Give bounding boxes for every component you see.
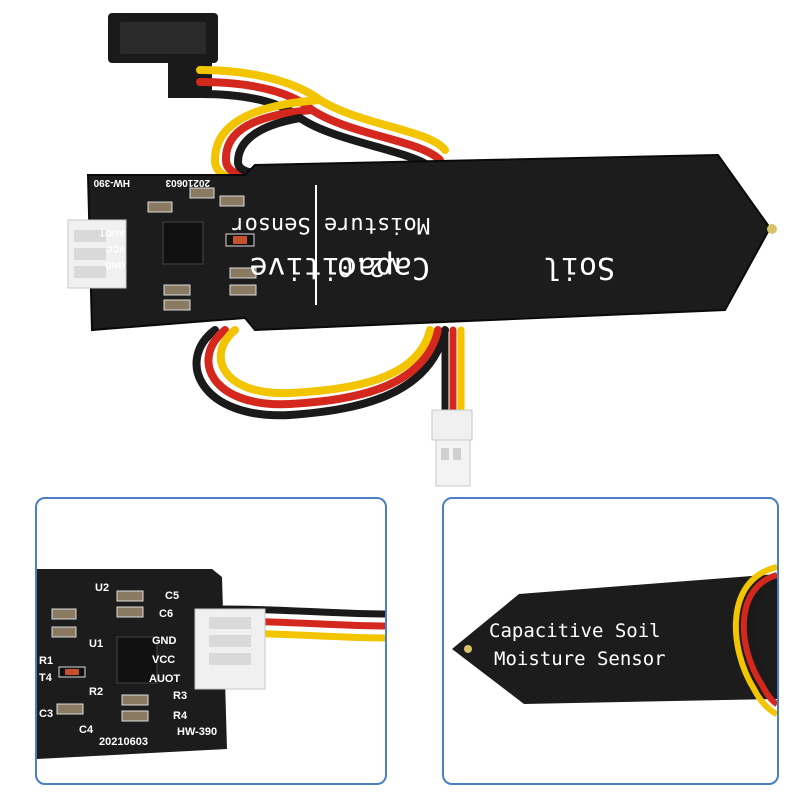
label-c3: C3 xyxy=(39,708,53,720)
pin-gnd-closeup: GND xyxy=(152,635,177,647)
closeup-title-line1: Capacitive Soil xyxy=(489,620,661,642)
label-r2: R2 xyxy=(89,686,103,698)
label-r3: R3 xyxy=(173,690,187,702)
pin-label-auot: AUOT xyxy=(99,228,125,238)
board-title-line2: Soil xyxy=(543,250,615,285)
inset-right-closeup: Capacitive Soil Moisture Sensor xyxy=(442,497,779,785)
pin-vcc-closeup: VCC xyxy=(152,654,175,666)
inset-left-closeup: U2 C5 C6 U1 R1 T4 R2 R3 R4 C3 C4 GND VCC… xyxy=(35,497,387,785)
dupont-connector xyxy=(108,13,218,98)
pin-label-vcc: VCC xyxy=(105,244,125,254)
sensor-board: Capacitive Soil Moisture Sensor v2.0 202… xyxy=(67,153,777,332)
date-code-closeup: 20210603 xyxy=(99,736,148,748)
mounting-hole-closeup xyxy=(464,645,472,653)
label-c4: C4 xyxy=(79,724,94,736)
jst-connector-bottom xyxy=(431,409,473,487)
pin-label-gnd: GND xyxy=(105,260,126,270)
label-c5: C5 xyxy=(165,590,179,602)
lower-wire-loop xyxy=(192,326,465,420)
board-version: v2.0 xyxy=(337,251,400,281)
label-r4: R4 xyxy=(173,710,188,722)
label-t4: T4 xyxy=(39,672,53,684)
board-subtitle: Moisture Sensor xyxy=(231,212,430,237)
board-title-line1: Capacitive xyxy=(249,250,430,285)
board-model: HW-390 xyxy=(93,177,130,188)
board-date-code: 20210603 xyxy=(165,177,210,188)
label-r1: R1 xyxy=(39,655,53,667)
model-closeup: HW-390 xyxy=(177,726,217,738)
label-u2: U2 xyxy=(95,582,109,594)
label-u1: U1 xyxy=(89,638,103,650)
label-c6: C6 xyxy=(159,608,173,620)
pin-auot-closeup: AUOT xyxy=(149,673,180,685)
closeup-title-line2: Moisture Sensor xyxy=(494,648,666,670)
chip-u1 xyxy=(162,221,204,265)
mounting-hole xyxy=(767,224,777,234)
